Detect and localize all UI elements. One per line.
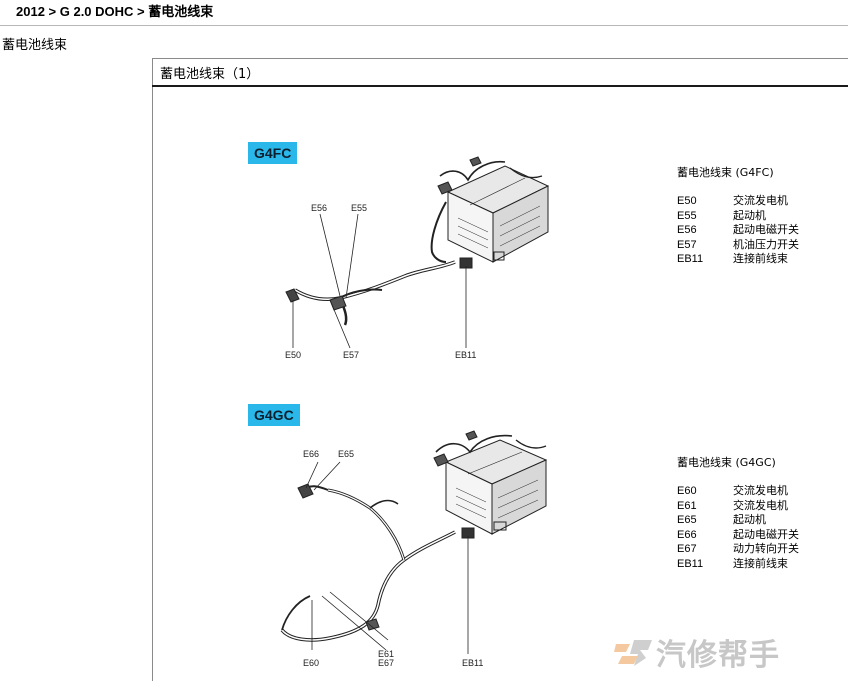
- legend-desc: 起动电磁开关: [733, 223, 799, 236]
- legend-title: 蓄电池线束 (G4FC): [677, 166, 774, 179]
- label-e61: E61: [378, 649, 394, 659]
- label-e60: E60: [303, 658, 319, 668]
- frame-border-left: [152, 58, 153, 681]
- legend-code: EB11: [677, 253, 704, 265]
- legend-g4fc: 蓄电池线束 (G4FC) E50 交流发电机 E55 起动机 E56 起动电磁开关 E…: [677, 164, 799, 267]
- frame-border-top: [152, 58, 848, 59]
- legend-code: E60: [677, 485, 697, 497]
- label-e57: E57: [343, 350, 359, 360]
- label-eb11-g4gc: EB11: [462, 658, 483, 668]
- legend-row: E65 起动机: [677, 513, 799, 528]
- legend-row: E67 动力转向开关: [677, 542, 799, 557]
- battery-drawing-g4fc: [437, 156, 550, 263]
- leader-lines-g4fc: [292, 213, 467, 349]
- legend-code: EB11: [677, 557, 704, 570]
- legend-row: E66 起动电磁开关: [677, 528, 799, 543]
- watermark-text: 汽修帮手: [656, 638, 780, 673]
- legend-row: E57 机油压力开关: [677, 238, 799, 253]
- legend-row: EB11 连接前线束: [677, 252, 799, 267]
- wire-harness-g4gc: [280, 483, 475, 642]
- legend-row: E55 起动机: [677, 209, 799, 224]
- legend-desc: 机油压力开关: [733, 237, 799, 251]
- title-divider: [152, 85, 848, 87]
- legend-code: E67: [677, 543, 697, 555]
- legend-desc: 交流发电机: [733, 498, 788, 512]
- legend-code: E61: [677, 499, 697, 512]
- label-e55: E55: [351, 203, 367, 213]
- legend-desc: 起动机: [733, 208, 766, 222]
- legend-code: E50: [677, 195, 697, 207]
- diagram-title: 蓄电池线束（1）: [160, 67, 260, 82]
- legend-title: 蓄电池线束 (G4GC): [677, 456, 776, 469]
- legend-row: E56 起动电磁开关: [677, 223, 799, 238]
- label-e56: E56: [311, 203, 327, 213]
- legend-desc: 动力转向开关: [733, 542, 799, 555]
- legend-row: E61 交流发电机: [677, 499, 799, 514]
- legend-code: E57: [677, 238, 697, 251]
- legend-desc: 交流发电机: [733, 194, 788, 207]
- watermark: 汽修帮手: [612, 632, 780, 673]
- legend-code: E66: [677, 528, 697, 541]
- leader-lines-g4gc: [305, 461, 469, 654]
- legend-row: E50 交流发电机: [677, 194, 799, 209]
- legend-desc: 交流发电机: [733, 484, 788, 497]
- page-heading: 蓄电池线束: [2, 38, 68, 53]
- legend-desc: 连接前线束: [733, 252, 788, 265]
- legend-g4gc: 蓄电池线束 (G4GC) E60 交流发电机 E61 交流发电机 E65 起动机 E6…: [677, 454, 799, 571]
- label-eb11-g4fc: EB11: [455, 350, 476, 360]
- label-e66: E66: [303, 449, 319, 459]
- legend-row: E60 交流发电机: [677, 484, 799, 499]
- legend-row: EB11 连接前线束: [677, 557, 799, 572]
- legend-code: E65: [677, 514, 697, 526]
- breadcrumb: 2012 > G 2.0 DOHC > 蓄电池线束: [0, 0, 848, 26]
- legend-desc: 起动机: [733, 513, 766, 526]
- label-e67: E67: [378, 658, 394, 668]
- wire-harness-g4fc: [285, 201, 473, 326]
- legend-desc: 连接前线束: [733, 556, 788, 570]
- logo-icon: [614, 640, 652, 666]
- label-e50: E50: [285, 350, 301, 360]
- engine-tag-g4fc: G4FC: [248, 142, 298, 164]
- label-e65: E65: [338, 449, 354, 459]
- battery-drawing-g4gc: [433, 430, 548, 535]
- engine-tag-g4gc: G4GC: [248, 404, 300, 426]
- legend-desc: 起动电磁开关: [733, 527, 799, 541]
- legend-code: E56: [677, 224, 697, 236]
- legend-code: E55: [677, 209, 697, 222]
